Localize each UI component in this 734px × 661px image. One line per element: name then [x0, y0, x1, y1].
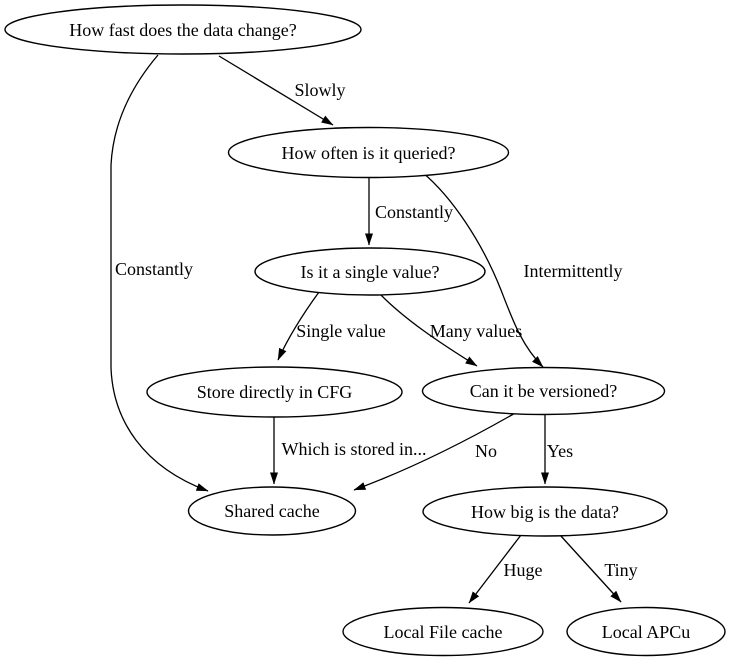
edge-constantly-to-shared-cache — [110, 54, 209, 492]
node-ellipse — [342, 606, 544, 657]
node-layer: How fast does the data change? How often… — [4, 4, 726, 657]
node-ellipse — [421, 366, 666, 416]
edge-tiny — [559, 534, 622, 603]
edge-single-value — [277, 291, 320, 361]
node-ellipse — [422, 486, 668, 537]
edge-label-slowly: Slowly — [294, 80, 345, 100]
node-ellipse — [227, 126, 510, 179]
edge-many-values — [378, 292, 478, 367]
node-label: How big is the data? — [471, 502, 619, 522]
node-label: Local APCu — [602, 622, 691, 642]
node-ellipse — [254, 247, 486, 296]
node-label: Store directly in CFG — [197, 382, 353, 402]
edge-label-single-value: Single value — [296, 321, 385, 341]
node-local-apcu: Local APCu — [566, 606, 726, 657]
edge-label-huge: Huge — [504, 560, 543, 580]
edge-intermittently — [421, 171, 544, 368]
node-ellipse — [187, 486, 357, 536]
node-how-fast-does-data-change: How fast does the data change? — [4, 4, 362, 55]
node-ellipse — [146, 366, 403, 418]
node-ellipse — [566, 606, 726, 657]
edge-label-no: No — [475, 441, 497, 461]
node-can-it-be-versioned: Can it be versioned? — [421, 366, 666, 416]
node-how-often-queried: How often is it queried? — [227, 126, 510, 179]
node-single-value-question: Is it a single value? — [254, 247, 486, 296]
edge-huge — [468, 534, 522, 604]
node-local-file-cache: Local File cache — [342, 606, 544, 657]
node-shared-cache: Shared cache — [187, 486, 357, 536]
edge-label-layer: Slowly Constantly Constantly Intermitten… — [115, 80, 638, 580]
node-label: Shared cache — [224, 501, 319, 521]
node-label: Is it a single value? — [301, 262, 440, 282]
node-label: Can it be versioned? — [470, 381, 617, 401]
node-store-directly-in-cfg: Store directly in CFG — [146, 366, 403, 418]
node-label: How fast does the data change? — [69, 20, 296, 40]
edge-label-constantly-middle: Constantly — [375, 202, 453, 222]
node-how-big-is-data: How big is the data? — [422, 486, 668, 537]
node-label: Local File cache — [384, 622, 503, 642]
node-label: How often is it queried? — [282, 143, 456, 163]
edge-slowly — [218, 55, 334, 126]
edge-label-constantly-left: Constantly — [115, 259, 193, 279]
edge-label-many-values: Many values — [430, 321, 522, 341]
edge-label-yes: Yes — [547, 441, 573, 461]
edge-label-which-is-stored-in: Which is stored in... — [282, 439, 427, 459]
edge-label-intermittently: Intermittently — [524, 261, 623, 281]
edge-no — [353, 411, 518, 491]
edge-label-tiny: Tiny — [604, 560, 637, 580]
edge-layer — [110, 54, 622, 604]
node-ellipse — [4, 4, 362, 55]
